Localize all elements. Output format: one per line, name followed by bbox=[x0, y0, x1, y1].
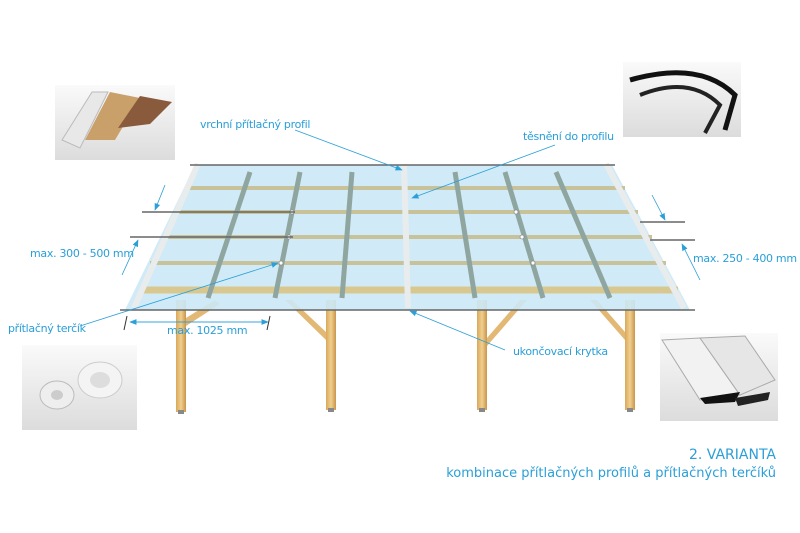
photo-end-caps bbox=[660, 333, 778, 421]
label-top-profile: vrchní přítlačný profil bbox=[200, 118, 310, 131]
washers bbox=[278, 209, 536, 266]
leader-top-profile bbox=[294, 129, 403, 171]
leader-seal bbox=[411, 144, 556, 199]
photo-washer bbox=[22, 345, 137, 430]
label-width: max. 1025 mm bbox=[167, 324, 247, 337]
dim-left-1 bbox=[154, 184, 166, 211]
label-washer: přítlačný terčík bbox=[8, 322, 87, 335]
roof-edges bbox=[120, 164, 695, 311]
label-end-cap: ukončovací krytka bbox=[513, 345, 608, 358]
label-right-spacing: max. 250 - 400 mm bbox=[693, 252, 797, 265]
label-left-spacing: max. 300 - 500 mm bbox=[30, 247, 134, 260]
dim-right-2 bbox=[681, 243, 701, 281]
rafters bbox=[205, 171, 613, 299]
leader-end-cap bbox=[409, 310, 506, 351]
photo-seal bbox=[623, 62, 741, 137]
press-profiles bbox=[131, 162, 687, 310]
dim-left-2 bbox=[121, 239, 139, 276]
dim-right-1 bbox=[651, 194, 666, 221]
variant-subtitle: kombinace přítlačných profilů a přítlačn… bbox=[446, 466, 776, 481]
variant-title: 2. VARIANTA bbox=[689, 447, 776, 463]
leader-washer bbox=[79, 262, 279, 327]
label-seal: těsnění do profilu bbox=[523, 130, 614, 143]
photo-profiles-colors bbox=[55, 85, 175, 160]
